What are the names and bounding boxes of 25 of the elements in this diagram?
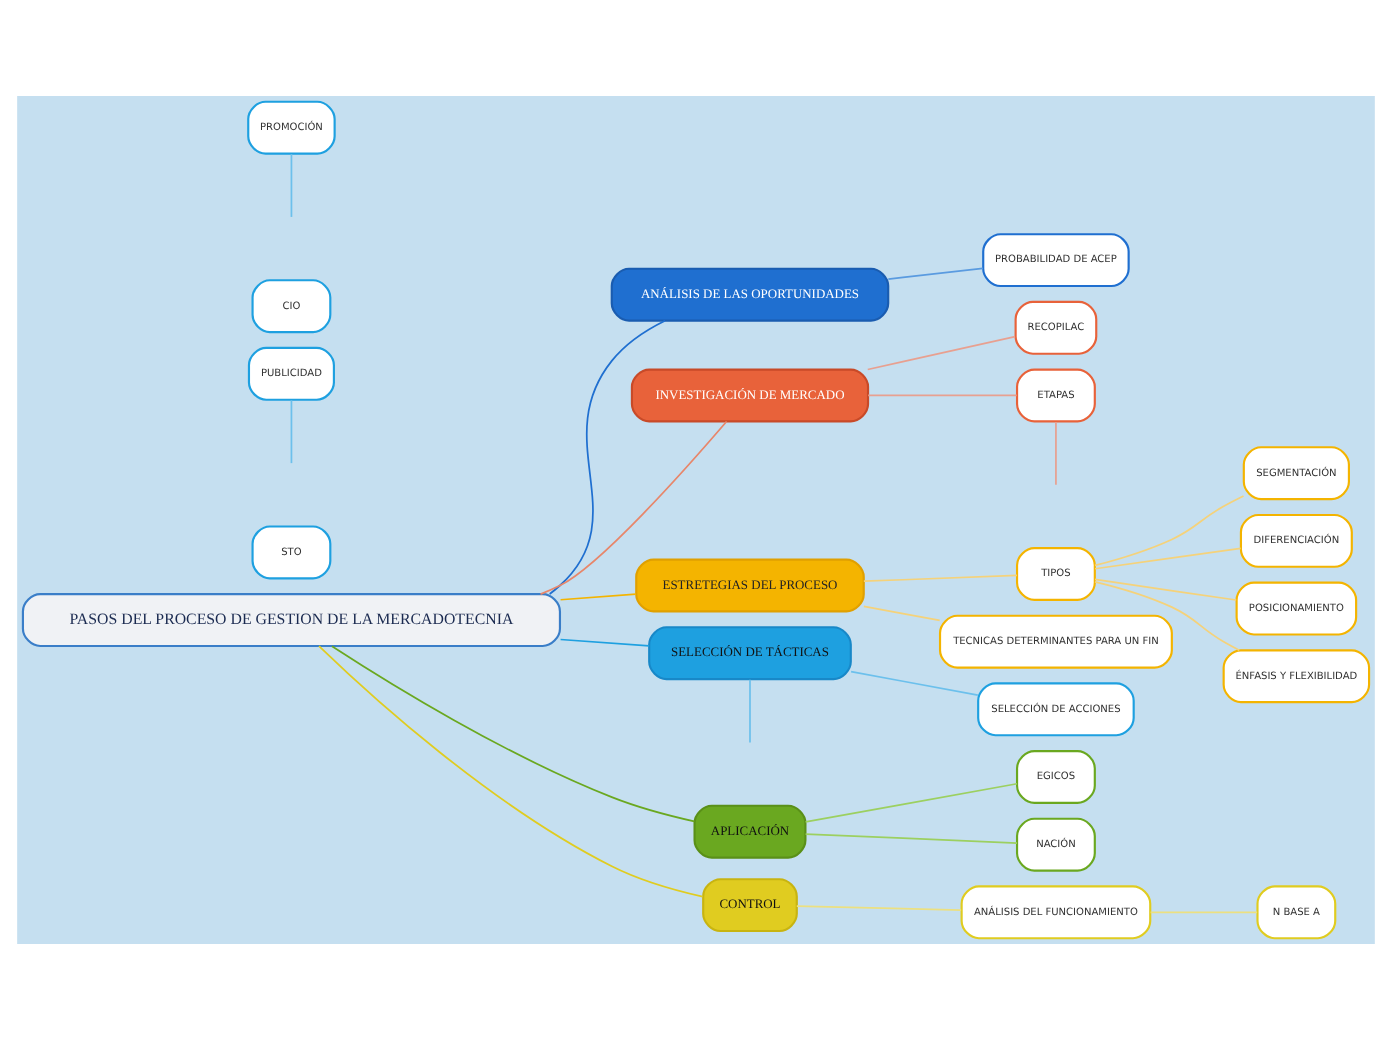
connector	[804, 782, 1018, 823]
connector	[749, 678, 751, 744]
connector	[1149, 911, 1258, 914]
connector	[1094, 495, 1245, 567]
connector	[1094, 580, 1241, 651]
connector	[331, 645, 696, 823]
connector	[318, 645, 704, 898]
connector	[548, 319, 666, 595]
connector	[539, 420, 728, 595]
connector	[850, 670, 979, 696]
connector	[867, 394, 1018, 397]
connector	[1094, 547, 1242, 570]
connector	[866, 335, 1016, 371]
connector	[290, 399, 293, 464]
connector	[795, 905, 962, 911]
connector	[804, 833, 1018, 844]
node-box: PASOS DEL PROCESO DE GESTION DE LA MERCADOTECNIA	[21, 593, 562, 648]
connector	[862, 574, 1018, 583]
connector	[862, 605, 941, 622]
connector	[290, 153, 293, 218]
connector	[559, 593, 637, 601]
connector	[1094, 578, 1238, 601]
connector	[887, 267, 984, 280]
connector	[1055, 421, 1057, 486]
connector	[559, 638, 650, 647]
